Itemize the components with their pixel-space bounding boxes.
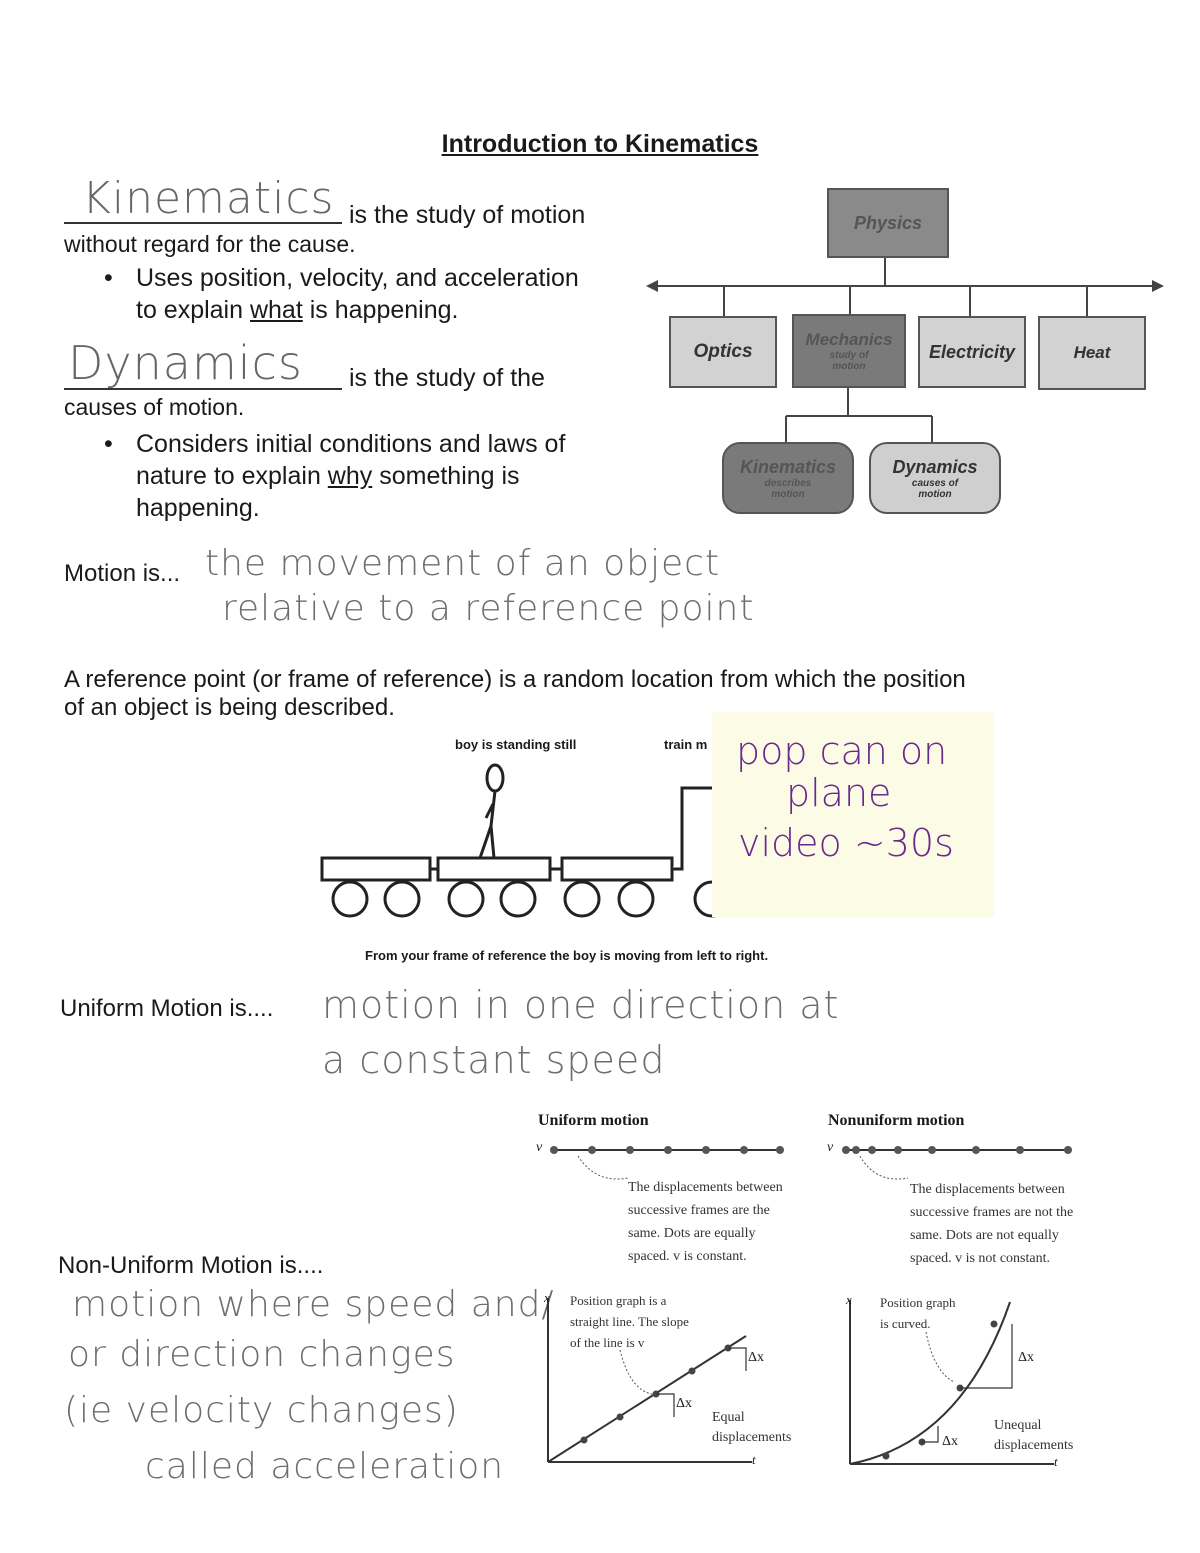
uniform-dx-top: Δx bbox=[748, 1350, 765, 1365]
nonuniform-dx-bottom: Δx bbox=[942, 1434, 959, 1449]
physics-tree-connectors bbox=[646, 255, 1164, 442]
uniform-dx-bottom: Δx bbox=[676, 1396, 693, 1411]
uniform-graph-note: Position graph is a straight line. The s… bbox=[570, 1293, 689, 1350]
uniform-note: The displacements between successive fra… bbox=[628, 1180, 783, 1264]
tree-node-heat: Heat bbox=[1038, 316, 1146, 390]
nonuniform-handwritten-answer-line4: called acceleration bbox=[145, 1446, 505, 1487]
nonuniform-diagram-title: Nonuniform motion bbox=[828, 1112, 965, 1129]
nonuniform-dx-top: Δx bbox=[1018, 1350, 1035, 1365]
boy-standing-label: boy is standing still bbox=[455, 737, 577, 752]
uniform-handwritten-answer-line2: a constant speed bbox=[322, 1038, 666, 1082]
boy-figure bbox=[478, 763, 505, 859]
dynamics-bullets: Considers initial conditions and laws of… bbox=[64, 428, 644, 524]
train-figure-caption: From your frame of reference the boy is … bbox=[365, 948, 769, 963]
motion-label: Motion is... bbox=[64, 560, 181, 587]
uniform-vector-label: v bbox=[536, 1140, 543, 1155]
reference-point-line2: of an object is being described. bbox=[64, 694, 395, 721]
kinematics-handwritten-answer: Kinematics bbox=[82, 173, 335, 224]
nonuniform-handwritten-answer-line3: (ie velocity changes) bbox=[64, 1390, 459, 1431]
uniform-axis-x: x bbox=[544, 1290, 550, 1305]
uniform-motion-dots bbox=[550, 1146, 784, 1180]
nonuniform-vector-label: v bbox=[827, 1140, 834, 1155]
dynamics-bullet: Considers initial conditions and laws of… bbox=[64, 428, 644, 524]
kinematics-answer-blank: Kinematics bbox=[64, 173, 342, 224]
nonuniform-unequal-label: Unequal displacements bbox=[994, 1418, 1074, 1453]
motion-handwritten-answer-line2: relative to a reference point bbox=[222, 588, 755, 629]
kinematics-definition-line2: without regard for the cause. bbox=[64, 231, 356, 257]
uniform-motion-label: Uniform Motion is.... bbox=[60, 995, 274, 1022]
uniform-axis-t: t bbox=[752, 1452, 756, 1467]
nonuniform-motion-dots bbox=[842, 1146, 1072, 1180]
dynamics-definition-line1: is the study of the bbox=[349, 364, 545, 392]
kinematics-definition-line1: is the study of motion bbox=[349, 201, 586, 229]
tree-node-optics: Optics bbox=[669, 316, 777, 388]
uniform-diagram-title: Uniform motion bbox=[538, 1112, 649, 1129]
sticky-note: pop can on plane video ~30s bbox=[712, 712, 994, 917]
nonuniform-handwritten-answer-line1: motion where speed and/ bbox=[72, 1284, 555, 1325]
tree-node-electricity: Electricity bbox=[918, 316, 1026, 388]
tree-node-physics: Physics bbox=[827, 188, 949, 258]
nonuniform-handwritten-answer-line2: or direction changes bbox=[68, 1334, 456, 1375]
dynamics-handwritten-answer: Dynamics bbox=[68, 336, 303, 390]
sticky-note-line3: video ~30s bbox=[738, 821, 954, 865]
train-cars bbox=[320, 786, 718, 882]
dynamics-answer-blank: Dynamics bbox=[64, 336, 342, 390]
train-illustration bbox=[320, 763, 718, 918]
nonuniform-note: The displacements between successive fra… bbox=[910, 1182, 1074, 1266]
page-title: Introduction to Kinematics bbox=[441, 130, 759, 158]
sticky-note-line1: pop can on bbox=[736, 729, 948, 773]
train-moving-label: train m bbox=[664, 737, 708, 752]
nonuniform-graph-note: Position graph is curved. bbox=[880, 1295, 956, 1331]
dynamics-definition-line2: causes of motion. bbox=[64, 394, 245, 420]
kinematics-bullet: Uses position, velocity, and acceleratio… bbox=[64, 262, 644, 326]
sticky-note-line2: plane bbox=[786, 771, 892, 815]
motion-handwritten-answer-line1: the movement of an object bbox=[205, 543, 721, 584]
nonuniform-motion-label: Non-Uniform Motion is.... bbox=[58, 1252, 324, 1279]
kinematics-bullets: Uses position, velocity, and acceleratio… bbox=[64, 262, 644, 326]
nonuniform-axis-x: x bbox=[846, 1292, 852, 1307]
uniform-handwritten-answer-line1: motion in one direction at bbox=[322, 983, 840, 1027]
train-wheels bbox=[331, 880, 718, 918]
reference-point-line1: A reference point (or frame of reference… bbox=[64, 666, 966, 693]
nonuniform-axis-t: t bbox=[1054, 1454, 1058, 1469]
uniform-position-graph bbox=[547, 1298, 752, 1463]
nonuniform-position-graph bbox=[849, 1300, 1054, 1465]
uniform-equal-label: Equal displacements bbox=[712, 1410, 792, 1445]
